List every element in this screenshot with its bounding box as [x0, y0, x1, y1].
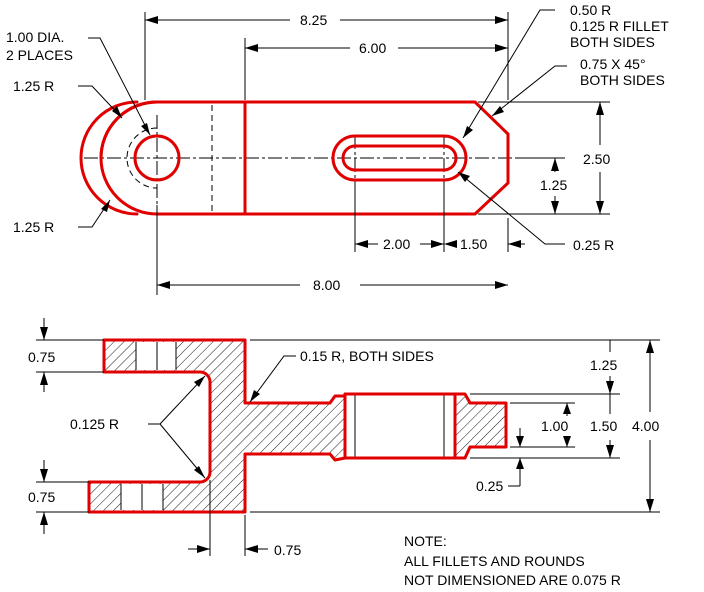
arrowhead: [145, 16, 158, 24]
arrowhead: [596, 102, 604, 115]
note-web-radius: 0.15 R, BOTH SIDES: [300, 348, 434, 364]
arrowhead: [551, 158, 559, 171]
arrowhead: [40, 372, 48, 385]
top-tab-hole: [136, 342, 176, 370]
arrowhead: [40, 512, 48, 525]
arrowhead: [101, 200, 110, 212]
arrowhead: [596, 201, 604, 214]
leader-radius-top: [78, 85, 123, 119]
note-slot-fillet-2: BOTH SIDES: [570, 34, 655, 50]
slot-outer: [331, 134, 468, 182]
dim-step: 0.25: [476, 478, 503, 494]
dim-overall-length: 8.25: [300, 12, 327, 28]
note-line-2: NOT DIMENSIONED ARE 0.075 R: [404, 572, 621, 588]
dim-hole-to-end: 6.00: [359, 40, 386, 56]
note-title: NOTE:: [404, 533, 447, 549]
section-outline: [87, 338, 508, 514]
arrowhead: [250, 390, 260, 402]
arrowhead: [495, 44, 508, 52]
slot-inner: [341, 144, 458, 172]
leader-web-radius: [249, 355, 296, 403]
note-chamfer-2: BOTH SIDES: [580, 72, 665, 88]
leader-hole-dia: [88, 37, 151, 136]
arrowhead: [245, 44, 258, 52]
arrowhead: [516, 436, 524, 447]
arrowhead: [495, 281, 508, 289]
leader-slot-radius: [462, 9, 555, 139]
arrowhead: [563, 436, 571, 447]
arrowhead: [516, 458, 524, 469]
note-slot-radius: 0.50 R: [570, 2, 611, 18]
dim-base-length: 8.00: [313, 277, 340, 293]
note-slot-fillet-1: 0.125 R FILLET: [570, 18, 669, 34]
arrowhead: [141, 123, 150, 135]
bore-space: [345, 394, 455, 458]
arrowhead: [492, 106, 504, 116]
hidden-hole-arc: [126, 127, 158, 189]
note-hole-dia-2: 2 PLACES: [6, 47, 73, 63]
hub-hatch: [455, 394, 506, 458]
arrowhead: [444, 240, 457, 248]
note-slot-small-radius: 0.25 R: [573, 237, 614, 253]
arrowhead: [112, 106, 122, 118]
arrowhead: [40, 327, 48, 340]
pin-hole: [133, 134, 181, 182]
arrowhead: [431, 240, 444, 248]
dim-lower-tab: 0.75: [28, 489, 55, 505]
section-view: 0.75 0.75 4.00 1.25 1.50: [28, 318, 660, 558]
section-hatch: [89, 340, 345, 512]
arrowhead: [458, 172, 470, 182]
outer-boss-arc: [99, 100, 159, 160]
arrowhead: [606, 445, 614, 458]
dim-web-thickness: 0.75: [274, 542, 301, 558]
arrowhead: [606, 381, 614, 394]
arrowhead: [157, 281, 170, 289]
note-radius-bottom: 1.25 R: [13, 219, 54, 235]
note-line-1: ALL FILLETS AND ROUNDS: [404, 553, 585, 569]
dim-overall-height: 4.00: [632, 418, 659, 434]
arrowhead: [463, 126, 473, 138]
top-view: 8.25 6.00 8.00 2.00 1.50 2: [6, 2, 669, 295]
arrowhead: [551, 201, 559, 214]
arrowhead: [197, 545, 210, 553]
dim-slot-to-end: 1.50: [460, 236, 487, 252]
note-fillet-radius: 0.125 R: [70, 416, 119, 432]
dim-half-height: 1.25: [540, 177, 567, 193]
dim-upper-tab: 0.75: [28, 349, 55, 365]
arrowhead: [646, 499, 654, 512]
dim-bore: 1.00: [541, 418, 568, 434]
dim-height: 2.50: [583, 151, 610, 167]
arrowhead: [194, 466, 205, 478]
arrowhead: [194, 376, 205, 387]
dim-hub: 1.50: [590, 418, 617, 434]
arrowhead: [355, 240, 368, 248]
arrowhead: [563, 403, 571, 414]
general-note: NOTE: ALL FILLETS AND ROUNDS NOT DIMENSI…: [404, 533, 621, 588]
arrowhead: [40, 469, 48, 482]
note-chamfer-1: 0.75 X 45°: [580, 56, 646, 72]
arrowhead: [245, 545, 258, 553]
dim-slot-length: 2.00: [383, 236, 410, 252]
leader-chamfer: [491, 65, 567, 117]
arrowhead: [646, 340, 654, 353]
arrowhead: [495, 16, 508, 24]
note-radius-top: 1.25 R: [13, 78, 54, 94]
leader-slot-small-radius: [457, 171, 565, 245]
dim-top-offset: 1.25: [590, 357, 617, 373]
note-hole-dia-1: 1.00 DIA.: [6, 29, 64, 45]
